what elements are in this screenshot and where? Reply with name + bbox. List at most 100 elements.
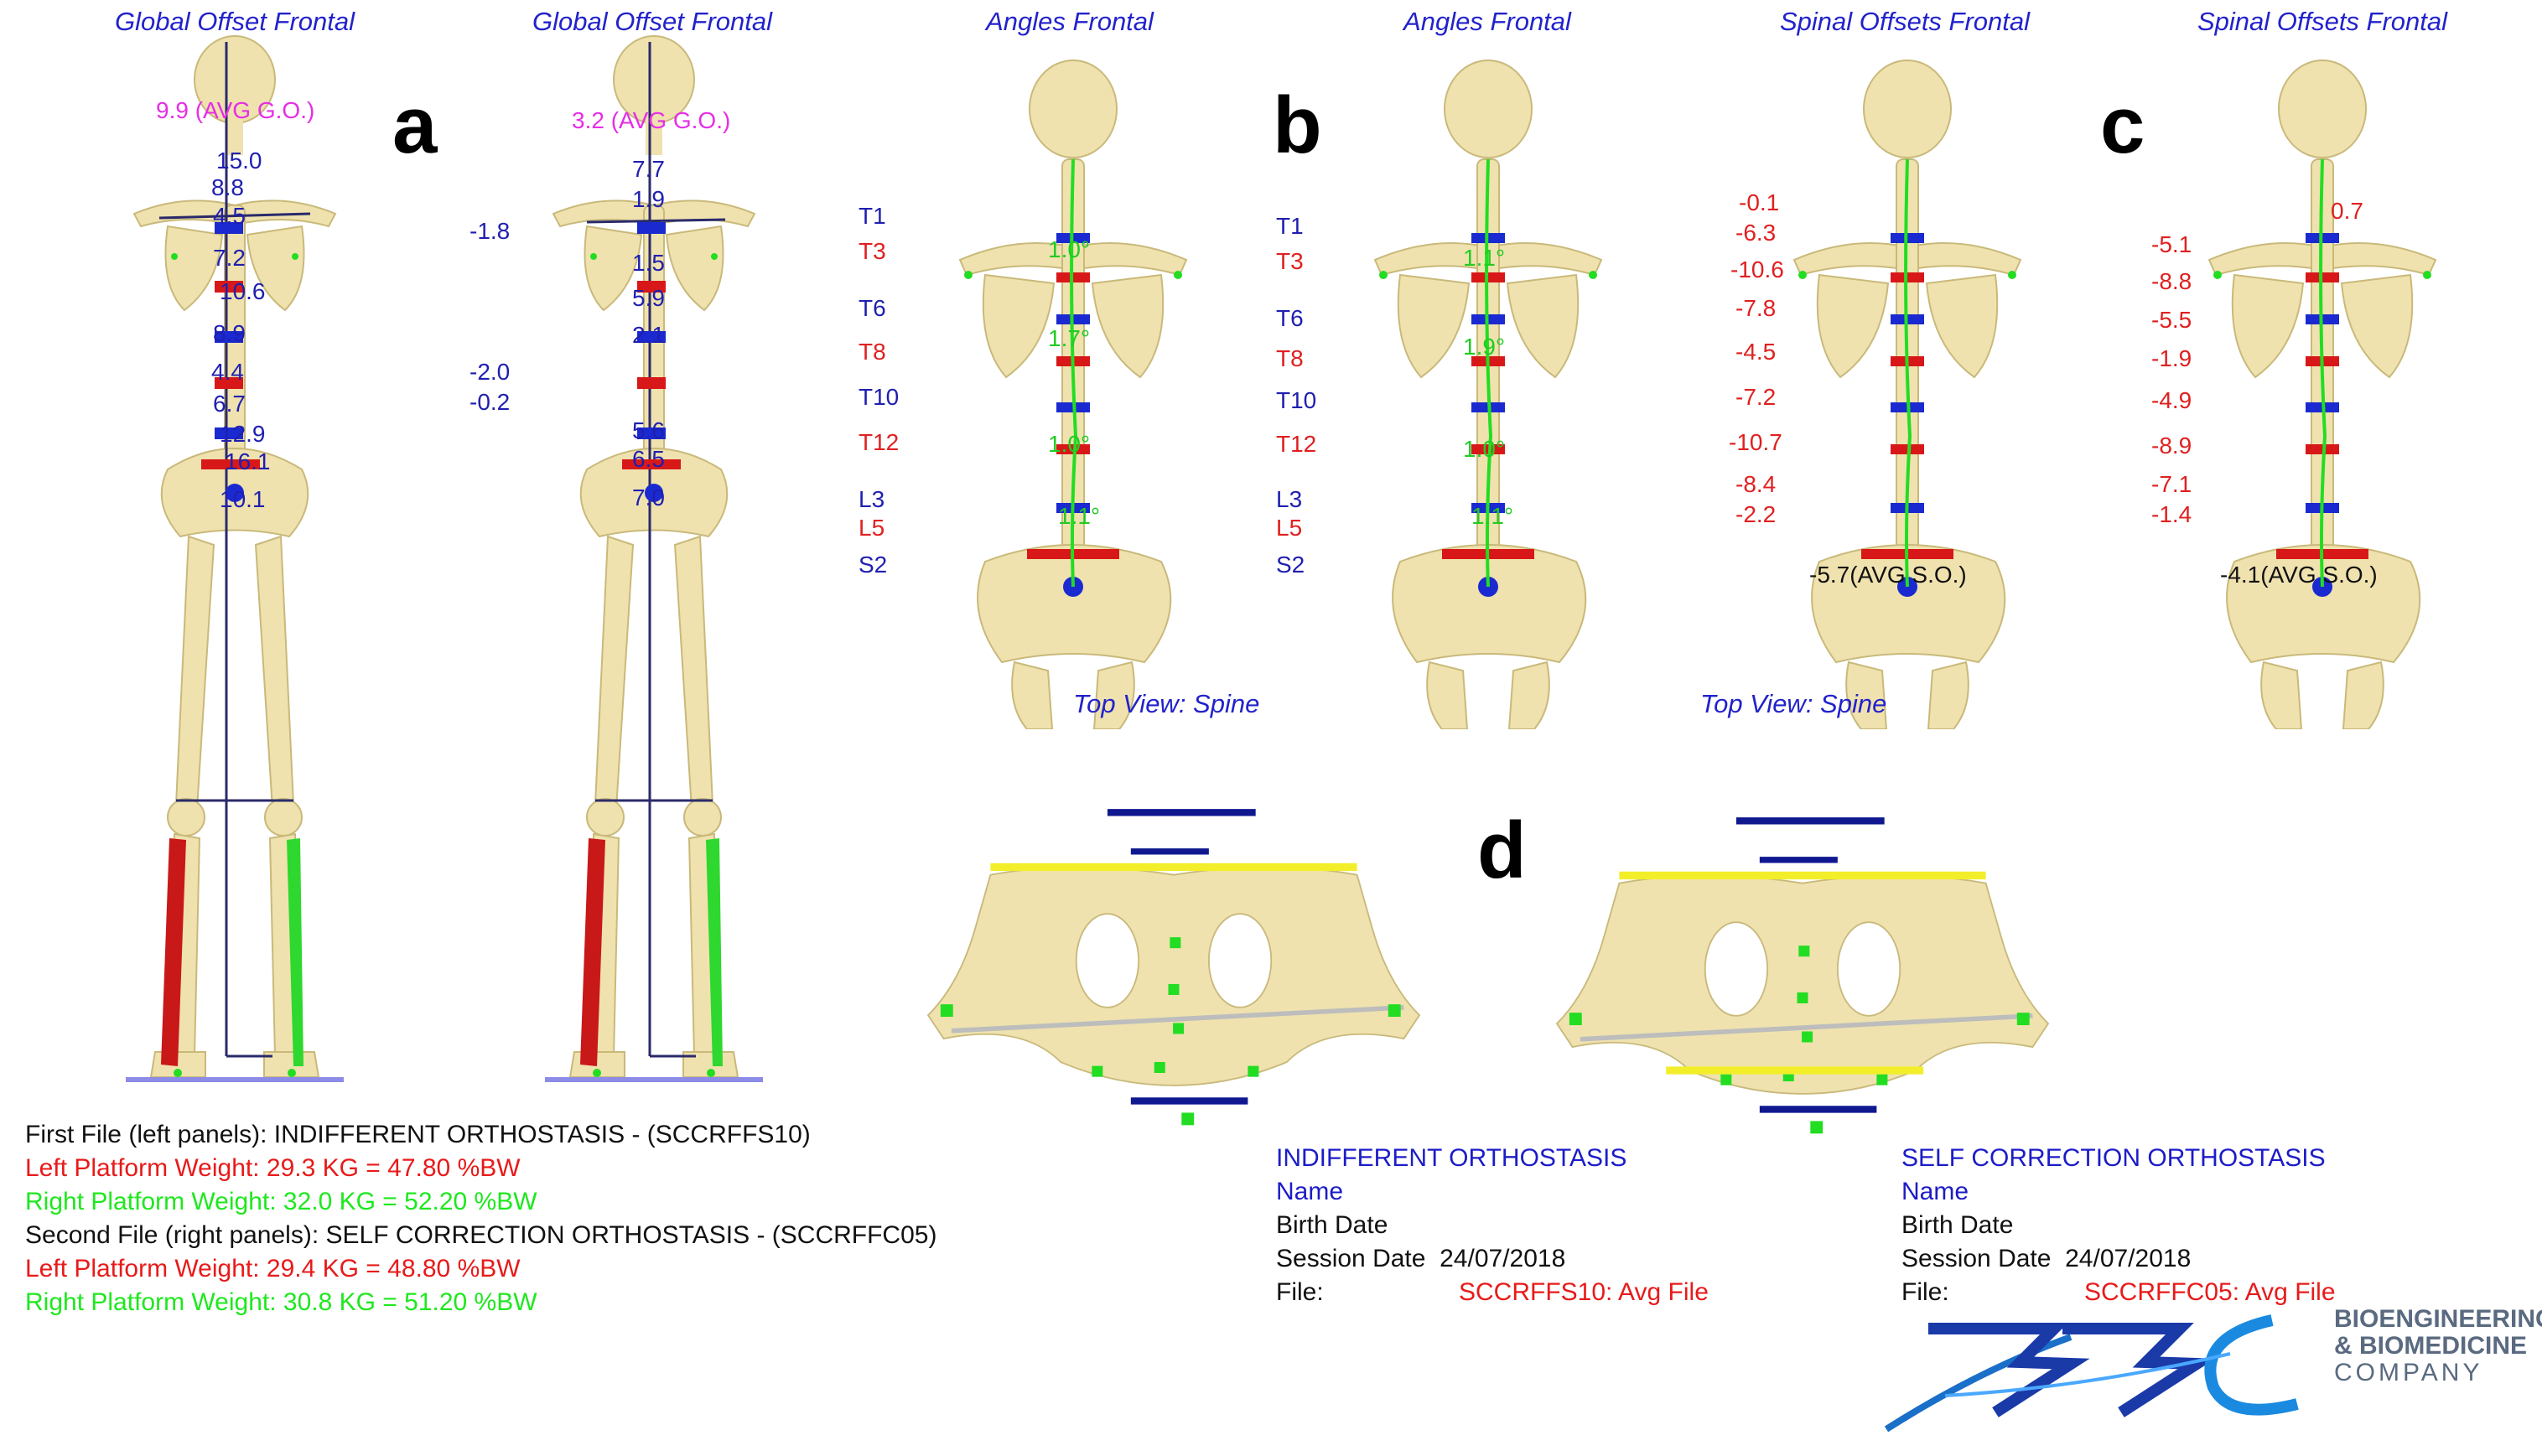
pelvis-top-view-1 — [901, 805, 1446, 1140]
go-side-value: -1.8 — [469, 218, 511, 244]
spinal-offset-value: -7.1 — [2151, 471, 2192, 497]
go-value: 10.6 — [220, 278, 266, 304]
go-value: 2.1 — [632, 322, 665, 348]
angle-value: 1.0° — [1048, 236, 1091, 262]
spinal-offset-value: 0.7 — [2331, 198, 2363, 224]
logo-text: BIOENGINEERING & BIOMEDICINE COMPANY — [2334, 1306, 2542, 1386]
top-view-title-2: Top View: Spine — [1700, 689, 1887, 718]
spinal-offset-value: -4.5 — [1735, 339, 1777, 365]
go-value: 8.8 — [211, 174, 244, 200]
spinal-offset-value: -0.1 — [1739, 189, 1780, 215]
birth-date-label: Birth Date — [1901, 1211, 2014, 1239]
session-date-value: 24/07/2018 — [1440, 1245, 1566, 1272]
panel-title-angles-2: Angles Frontal — [1403, 7, 1571, 36]
logo-line-2: & BIOMEDICINE — [2334, 1332, 2528, 1360]
vertebra-label-t8: T8 — [859, 339, 886, 365]
bbc-logo-icon — [1884, 1314, 2299, 1433]
angle-value: 1.0° — [1048, 431, 1091, 457]
go-value: 15.0 — [216, 148, 262, 174]
go-value: 7.7 — [632, 156, 665, 182]
go-value: 6.7 — [213, 391, 246, 417]
vertebra-label-t8: T8 — [1276, 345, 1304, 371]
go-value: 12.9 — [220, 421, 266, 447]
go-value: 6.5 — [632, 446, 665, 472]
vertebra-label-t6: T6 — [859, 295, 886, 321]
session-info-2: SELF CORRECTION ORTHOSTASIS Name Birth D… — [1901, 1142, 2336, 1309]
right-weight-2: Right Platform Weight: 30.8 KG = 51.20 %… — [25, 1288, 537, 1316]
go-value: 5.6 — [632, 417, 665, 443]
panel-title-global-offset-2: Global Offset Frontal — [532, 7, 772, 36]
top-view-title-1: Top View: Spine — [1073, 689, 1260, 718]
go-value: 5.9 — [632, 285, 665, 311]
go-value: 7.2 — [213, 245, 246, 271]
birth-date-label: Birth Date — [1276, 1211, 1388, 1239]
vertebra-label-t3: T3 — [1276, 248, 1304, 274]
go-value: 1.9 — [632, 186, 665, 212]
angle-value: 1.1° — [1058, 503, 1101, 529]
right-weight-1: Right Platform Weight: 32.0 KG = 52.20 %… — [25, 1188, 537, 1215]
vertebra-label-t10: T10 — [1276, 387, 1317, 413]
go-value: 10.1 — [220, 486, 266, 512]
spinal-offset-value: -7.8 — [1735, 295, 1777, 321]
spinal-offset-value: -8.4 — [1735, 471, 1777, 497]
session-date-value: 24/07/2018 — [2065, 1245, 2192, 1272]
avg-spinal-offset-1: -5.7(AVG S.O.) — [1809, 562, 1967, 588]
vertebra-label-l5: L5 — [859, 515, 885, 541]
go-value: 4.4 — [211, 359, 244, 385]
spinal-offset-value: -4.9 — [2151, 387, 2192, 413]
file-label: File: — [1901, 1278, 1949, 1306]
panel-title-angles-1: Angles Frontal — [986, 7, 1154, 36]
go-side-value: -0.2 — [469, 389, 511, 415]
weight-info: First File (left panels): INDIFFERENT OR… — [25, 1118, 936, 1319]
first-file-line: First File (left panels): INDIFFERENT OR… — [25, 1121, 811, 1148]
spine-panel-offsets-2 — [2207, 59, 2437, 729]
spinal-offset-value: -10.6 — [1730, 256, 1784, 282]
avg-global-offset-2: 3.2 (AVG G.O.) — [572, 107, 731, 133]
angle-value: 1.1° — [1463, 245, 1506, 271]
spinal-offset-value: -6.3 — [1735, 220, 1777, 246]
go-value: 4.5 — [213, 203, 246, 229]
vertebra-label-t3: T3 — [859, 238, 886, 264]
spinal-offset-value: -2.2 — [1735, 501, 1777, 527]
skeleton-panel-2 — [544, 35, 764, 1083]
vertebra-label-t1: T1 — [859, 203, 886, 229]
vertebra-label-t12: T12 — [1276, 431, 1317, 457]
logo-line-1: BIOENGINEERING — [2334, 1305, 2542, 1333]
spinal-offset-value: -5.1 — [2151, 231, 2192, 257]
session-date-label: Session Date — [1276, 1245, 1426, 1272]
spinal-offset-value: -10.7 — [1729, 429, 1782, 455]
angle-value: 1.1° — [1471, 503, 1514, 529]
angle-value: 1.9° — [1463, 334, 1506, 360]
skeleton-panel-1 — [125, 35, 345, 1083]
figure-letter-c: c — [2100, 80, 2145, 170]
session-title: INDIFFERENT ORTHOSTASIS — [1276, 1144, 1627, 1172]
vertebra-label-l3: L3 — [859, 486, 885, 512]
spine-panel-angles-1 — [958, 59, 1188, 729]
session-info-1: INDIFFERENT ORTHOSTASIS Name Birth Date … — [1276, 1142, 1709, 1309]
vertebra-label-l5: L5 — [1276, 515, 1303, 541]
left-weight-1: Left Platform Weight: 29.3 KG = 47.80 %B… — [25, 1154, 521, 1182]
file-value: SCCRFFS10: Avg File — [1459, 1278, 1709, 1306]
avg-global-offset-1: 9.9 (AVG G.O.) — [156, 97, 315, 123]
spinal-offset-value: -1.9 — [2151, 345, 2192, 371]
go-value: 1.5 — [632, 250, 665, 276]
angle-value: 1.0° — [1463, 436, 1506, 462]
left-weight-2: Left Platform Weight: 29.4 KG = 48.80 %B… — [25, 1255, 521, 1282]
spinal-offset-value: -1.4 — [2151, 501, 2192, 527]
avg-spinal-offset-2: -4.1(AVG S.O.) — [2220, 562, 2378, 588]
angle-value: 1.7° — [1048, 325, 1091, 351]
session-title: SELF CORRECTION ORTHOSTASIS — [1901, 1144, 2326, 1172]
figure-letter-d: d — [1477, 806, 1527, 895]
vertebra-label-t10: T10 — [859, 384, 900, 410]
go-side-value: -2.0 — [469, 359, 511, 385]
vertebra-label-t6: T6 — [1276, 305, 1304, 331]
spinal-offset-value: -8.8 — [2151, 268, 2192, 294]
go-value: 7.0 — [632, 484, 665, 510]
pelvis-top-view-2 — [1530, 813, 2075, 1148]
vertebra-label-t1: T1 — [1276, 213, 1304, 239]
name-label: Name — [1276, 1178, 1344, 1205]
vertebra-label-t12: T12 — [859, 429, 900, 455]
name-label: Name — [1901, 1178, 1969, 1205]
second-file-line: Second File (right panels): SELF CORRECT… — [25, 1221, 937, 1249]
panel-title-spinal-offsets-1: Spinal Offsets Frontal — [1779, 7, 2031, 36]
